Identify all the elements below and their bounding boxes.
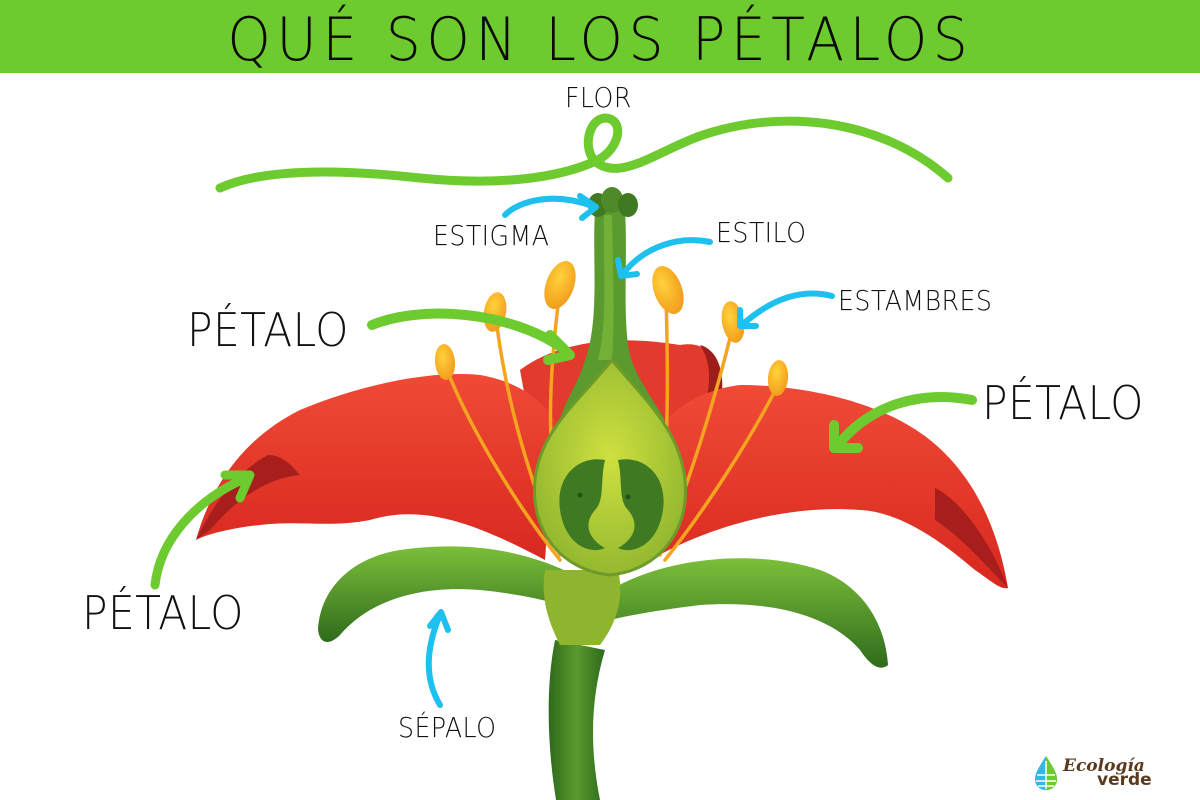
leaf-drop-icon (1035, 756, 1057, 790)
petalo-bottom-left-label: PÉTALO (82, 586, 244, 640)
petalo-right-label: PÉTALO (982, 376, 1144, 430)
estilo-arrow-icon (615, 237, 713, 279)
sepal-left (318, 546, 600, 642)
petalo-right-arrow-icon (829, 392, 977, 453)
estambres-label: ESTAMBRES (838, 284, 993, 317)
petalo-left-arrow-icon (150, 470, 255, 590)
estambres-arrow-icon (737, 290, 835, 329)
page-title: QUÉ SON LOS PÉTALOS (227, 4, 973, 75)
petalo-top-arrow-icon (367, 308, 575, 365)
flor-swirl-decoration (215, 113, 953, 193)
ovules (559, 459, 664, 551)
header-band: QUÉ SON LOS PÉTALOS (0, 0, 1200, 73)
estigma-label: ESTIGMA (433, 219, 550, 252)
stigma (588, 187, 638, 217)
petal-left (196, 374, 555, 560)
sepalo-arrow-icon (425, 609, 451, 708)
sepalo-label: SÉPALO (398, 711, 497, 744)
ecologia-verde-logo: Ecología verde (1033, 752, 1193, 794)
receptacle (543, 570, 621, 645)
logo-word-ecologia: Ecología (1063, 755, 1145, 776)
estilo-label: ESTILO (716, 216, 807, 249)
sepal-right (610, 558, 888, 668)
logo-word-verde: verde (1097, 770, 1152, 790)
stem (548, 640, 605, 800)
estigma-arrow-icon (502, 193, 599, 221)
flor-label: FLOR (565, 81, 632, 114)
petalo-top-label: PÉTALO (187, 303, 349, 357)
petal-right (650, 385, 1008, 589)
